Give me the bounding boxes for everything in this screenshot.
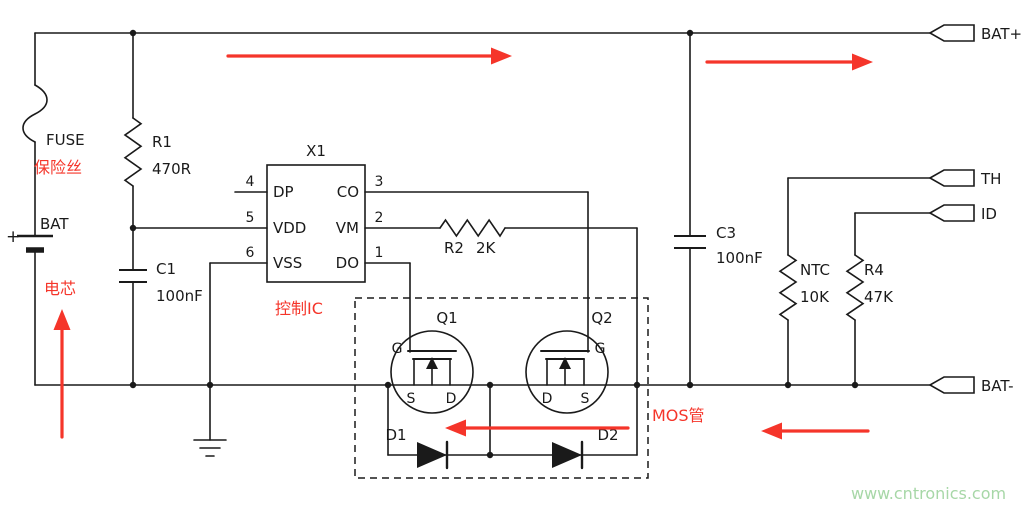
r1-zigzag [123,117,143,187]
terminal-bat-minus: BAT- [928,376,1014,395]
wire-network [34,32,931,456]
thermistor-ntc: NTC 10K [778,254,830,321]
cell-annotation: 电芯 [44,279,76,298]
control-ic-annotation: 控制IC [275,299,323,318]
ic-pin-co-label: CO [337,183,359,201]
id-connector-icon [928,204,975,222]
r2-ref-label: R2 [444,239,464,257]
ic-pin-do-label: DO [336,254,359,272]
diode-d1: D1 [385,426,449,470]
d1-triangle [417,442,447,468]
c3-ref-label: C3 [716,224,736,242]
r4-zigzag [845,254,865,321]
r2-value-label: 2K [476,239,497,257]
mosfet-q1: G S D Q1 [390,309,474,414]
current-flow-arrows [53,47,873,440]
arrow-bottom-mid-head [445,419,466,437]
c3-value-label: 100nF [716,249,763,267]
ic-pin-vm-label: VM [336,219,359,237]
c1-ref-label: C1 [156,260,176,278]
q2-drain-label: D [542,391,553,407]
r4-ref-label: R4 [864,261,884,279]
arrow-bottom-right-head [761,422,782,440]
ic-x1: X1 4 5 6 DP VDD VSS 3 2 1 CO VM DO 控制IC [246,142,384,318]
q2-gate-label: G [595,341,606,357]
ic-pin-vdd-label: VDD [273,219,306,237]
q1-drain-label: D [446,391,457,407]
q1-body-arrow [426,357,438,369]
bat-plus-label: BAT+ [981,25,1022,43]
junction-dots [129,29,859,459]
battery-polarity: + [6,227,20,247]
th-connector-icon [928,169,975,187]
r4-value-label: 47K [864,288,894,306]
resistor-r2: R2 2K [439,218,506,257]
q1-gate-label: G [392,341,403,357]
terminal-bat-plus: BAT+ [928,24,1022,43]
ground-symbol [193,439,227,457]
ic-body [266,164,366,283]
ic-pin5-number: 5 [246,210,255,226]
mosfet-dashed-box [354,297,649,479]
th-label: TH [980,170,1001,188]
d2-ref-label: D2 [597,426,618,444]
ntc-ref-label: NTC [800,261,830,279]
ic-pin2-number: 2 [375,210,384,226]
ic-pin4-number: 4 [246,174,255,190]
arrow-top-right-head [852,53,873,71]
bat-plus-connector-icon [928,24,975,42]
fuse-symbol: FUSE 保险丝 [22,84,85,177]
q2-source-label: S [581,391,590,407]
ic-pin-dp-label: DP [273,183,294,201]
r1-value-label: 470R [152,160,191,178]
r2-zigzag [439,218,506,238]
capacitor-c1: C1 100nF [119,260,203,305]
bat-minus-label: BAT- [981,377,1014,395]
ic-pin6-number: 6 [246,245,255,261]
ground-bars [193,439,227,457]
mosfet-annotation: MOS管 [652,406,705,425]
fuse-curve [22,84,48,143]
q2-body-arrow [559,357,571,369]
battery-label: BAT [40,215,69,233]
ic-ref-label: X1 [306,142,326,160]
terminal-id: ID [928,204,997,223]
ntc-zigzag [778,254,798,321]
q1-body-circle [390,330,474,414]
ic-pin1-number: 1 [375,245,384,261]
arrow-top-left-head [491,47,512,65]
c1-plates [119,269,147,283]
capacitor-c3: C3 100nF [674,224,763,267]
watermark: www.cntronics.com [851,484,1006,503]
c1-value-label: 100nF [156,287,203,305]
diode-d2: D2 [552,426,619,470]
mosfet-q2: G D S Q2 [525,309,613,414]
q1-ref-label: Q1 [436,309,457,327]
c3-plates [674,235,706,249]
q2-body-circle [525,330,609,414]
battery-symbol: BAT + 电芯 [6,215,76,298]
ntc-value-label: 10K [800,288,830,306]
id-label: ID [981,205,997,223]
q1-source-label: S [407,391,416,407]
r1-ref-label: R1 [152,133,172,151]
d1-ref-label: D1 [385,426,406,444]
arrow-cell-up-head [53,309,71,330]
resistor-r1: R1 470R [123,117,191,187]
resistor-r4: R4 47K [845,254,894,321]
terminal-th: TH [928,169,1001,188]
fuse-label: FUSE [46,131,85,149]
fuse-annotation: 保险丝 [34,158,82,177]
bat-minus-connector-icon [928,376,975,394]
q2-ref-label: Q2 [591,309,612,327]
d2-triangle [552,442,582,468]
ic-pin-vss-label: VSS [273,254,302,272]
ic-pin3-number: 3 [375,174,384,190]
